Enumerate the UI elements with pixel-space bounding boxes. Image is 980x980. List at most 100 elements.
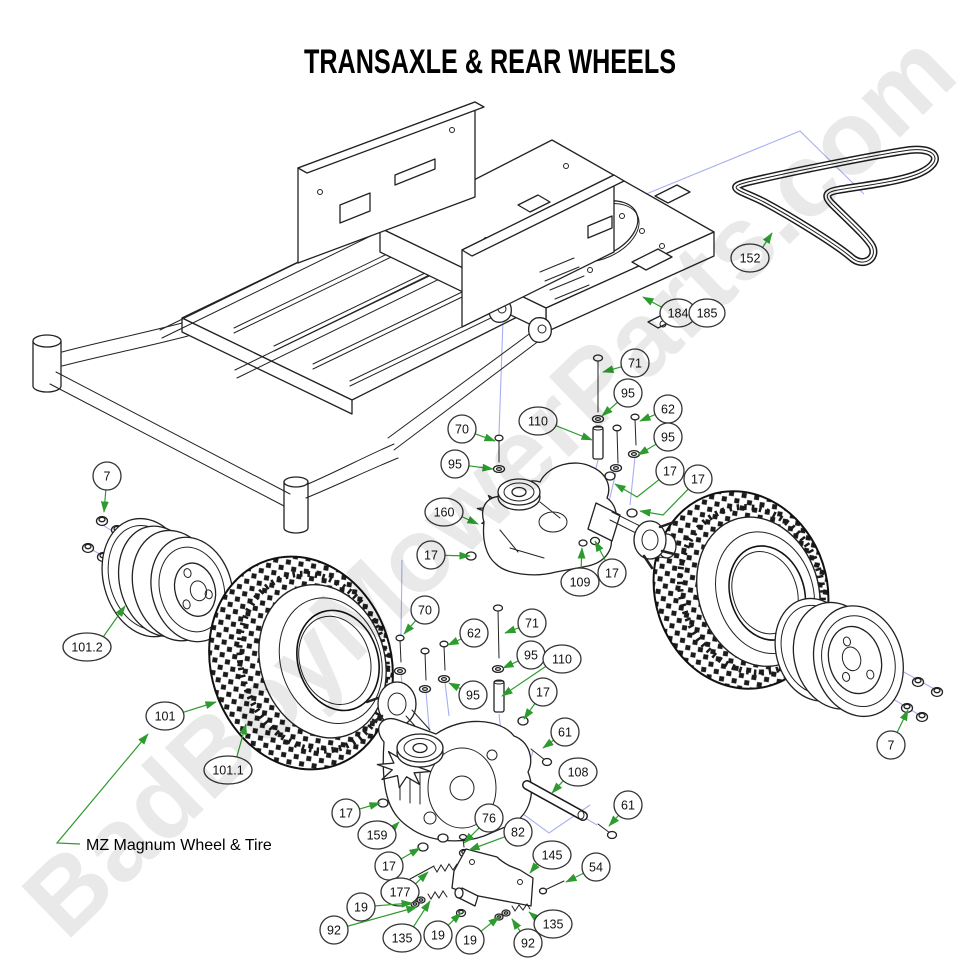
callout-17: 17 [594,540,627,588]
fasteners-lower [393,604,618,921]
svg-text:17: 17 [536,685,550,699]
frame [32,101,715,534]
callout-71: 71 [504,608,547,638]
callout-82: 82 [468,817,533,851]
callout-145: 145 [529,840,572,874]
svg-text:17: 17 [691,472,705,486]
page-title: TRANSAXLE & REAR WHEELS [304,43,676,81]
svg-text:101.1: 101.1 [212,763,243,777]
svg-text:61: 61 [558,725,572,739]
callout-177: 177 [380,871,429,907]
svg-text:17: 17 [663,464,677,478]
callout-17: 17 [523,677,558,720]
callout-95: 95 [502,640,546,670]
svg-text:108: 108 [568,765,589,779]
svg-text:7: 7 [104,469,111,483]
svg-text:82: 82 [511,825,525,839]
svg-text:101: 101 [155,709,176,723]
callout-110: 110 [518,406,593,441]
svg-text:17: 17 [605,566,619,580]
svg-text:76: 76 [482,811,496,825]
callout-135: 135 [528,909,573,939]
callout-95: 95 [448,680,488,710]
callout-19: 19 [346,892,413,922]
svg-text:7: 7 [888,738,895,752]
svg-text:92: 92 [521,936,535,950]
callout-160: 160 [424,497,479,527]
callout-70: 70 [447,414,496,444]
svg-text:61: 61 [621,798,635,812]
svg-text:110: 110 [552,652,572,666]
svg-text:17: 17 [382,859,396,873]
callout-108: 108 [551,757,598,794]
svg-text:54: 54 [589,860,603,874]
svg-text:95: 95 [661,430,675,444]
callout-76: 76 [463,803,504,844]
svg-text:135: 135 [543,917,564,931]
callout-62: 62 [639,394,683,424]
svg-text:145: 145 [542,848,563,862]
svg-text:185: 185 [697,306,718,320]
callout-109: 109 [560,547,600,597]
callout-61: 61 [608,790,643,827]
callout-17: 17 [639,464,713,517]
callout-95: 95 [601,378,643,417]
svg-text:160: 160 [434,505,455,519]
callout-152: 152 [730,232,773,273]
svg-text:184: 184 [668,306,689,320]
svg-text:95: 95 [448,457,462,471]
svg-text:95: 95 [524,648,538,662]
svg-text:19: 19 [463,933,477,947]
callout-71: 71 [602,348,650,378]
callout-92: 92 [511,918,543,958]
left-tire [208,555,394,771]
callout-101: 101 [145,701,217,731]
svg-text:92: 92 [327,923,341,937]
callout-61: 61 [542,717,580,749]
svg-text:62: 62 [661,402,675,416]
svg-text:110: 110 [528,414,548,428]
wheel-tire-label: MZ Magnum Wheel & Tire [86,837,272,854]
svg-text:62: 62 [467,626,481,640]
callout-92: 92 [319,906,418,945]
svg-text:71: 71 [628,356,642,370]
svg-text:17: 17 [424,548,438,562]
callout-95: 95 [440,449,494,479]
svg-text:95: 95 [466,688,480,702]
callout-101.1: 101.1 [203,723,253,785]
svg-text:70: 70 [455,422,469,436]
svg-text:101.2: 101.2 [71,640,102,654]
callout-159: 159 [357,820,400,850]
callout-19: 19 [455,916,500,955]
callout-19: 19 [423,912,462,950]
callout-184: 184 [642,296,697,328]
callout-17: 17 [614,456,685,498]
transaxle-upper [465,462,680,576]
callout-62: 62 [447,618,489,648]
callout-101.2: 101.2 [62,605,126,662]
svg-text:17: 17 [339,806,353,820]
svg-text:109: 109 [570,575,591,589]
callout-7: 7 [92,461,122,513]
svg-text:95: 95 [621,386,635,400]
right-wheel-rim [774,597,904,718]
svg-text:71: 71 [525,616,539,630]
callout-7: 7 [876,709,909,760]
callout-185: 185 [688,298,726,328]
drive-belt [732,145,939,267]
callout-54: 54 [565,852,611,883]
callout-135: 135 [382,900,431,953]
svg-text:19: 19 [431,928,445,942]
svg-text:135: 135 [392,931,413,945]
callout-17: 17 [374,847,421,881]
svg-text:19: 19 [354,900,368,914]
callout-17: 17 [331,798,381,828]
svg-text:159: 159 [367,828,388,842]
fasteners-upper [492,354,641,474]
callout-70: 70 [403,595,440,635]
svg-text:152: 152 [740,251,761,265]
callout-17: 17 [416,540,471,570]
